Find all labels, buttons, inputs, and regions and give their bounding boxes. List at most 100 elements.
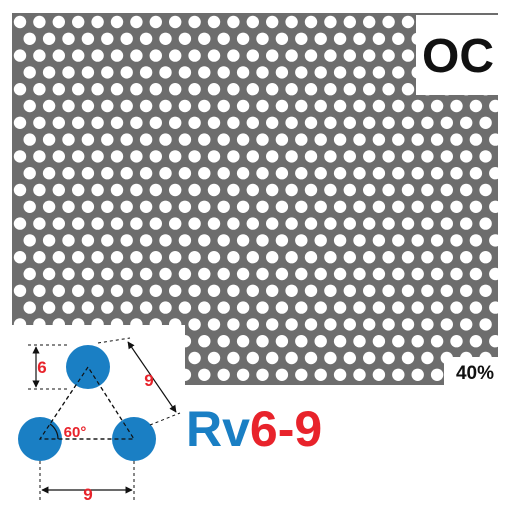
perforation-hole xyxy=(33,15,46,29)
perforation-hole xyxy=(479,183,492,197)
perforation-hole xyxy=(33,251,46,264)
perforation-hole xyxy=(178,167,192,180)
perforation-hole xyxy=(333,133,347,146)
perforation-hole xyxy=(130,15,143,29)
perforation-hole xyxy=(149,83,162,96)
perforation-hole xyxy=(139,200,153,213)
perforation-hole xyxy=(314,234,327,247)
perforation-hole xyxy=(62,99,75,113)
perforation-hole xyxy=(42,200,56,213)
perforation-hole xyxy=(246,116,259,129)
perforation-hole xyxy=(91,217,104,230)
perforation-hole xyxy=(62,234,75,247)
perforation-hole xyxy=(324,183,337,197)
perforation-hole xyxy=(382,150,395,163)
perforation-hole xyxy=(217,99,230,113)
perforation-hole xyxy=(401,83,415,96)
perforation-hole xyxy=(363,251,376,264)
perforation-hole xyxy=(178,99,192,113)
perforation-hole xyxy=(314,66,327,79)
perforation-hole xyxy=(227,251,240,264)
perforation-hole xyxy=(256,32,269,45)
diagonal-dimension-line xyxy=(127,341,177,413)
perforation-hole xyxy=(382,284,395,297)
perforation-hole xyxy=(33,49,46,62)
perforation-hole xyxy=(42,167,56,180)
perforation-hole xyxy=(52,183,65,197)
perforation-hole xyxy=(188,116,201,129)
perforation-hole xyxy=(207,150,221,163)
perforation-hole xyxy=(178,133,192,146)
perforation-hole xyxy=(266,217,279,230)
perforation-hole xyxy=(33,284,46,297)
perforation-hole xyxy=(499,217,511,229)
perforation-hole xyxy=(401,116,415,129)
perforation-hole xyxy=(91,49,104,62)
perforation-hole xyxy=(295,133,308,146)
perforation-hole xyxy=(110,150,124,163)
perforation-hole xyxy=(52,284,65,297)
perforation-hole xyxy=(207,318,221,331)
perforation-hole xyxy=(460,150,473,163)
perforation-hole xyxy=(62,32,75,45)
perforation-hole xyxy=(411,99,424,113)
perforation-hole xyxy=(499,184,511,196)
perforation-hole xyxy=(401,217,415,230)
perforation-hole xyxy=(149,150,162,163)
perforation-hole xyxy=(333,200,347,213)
perforation-hole xyxy=(343,318,356,331)
perforation-hole xyxy=(188,183,201,197)
perforation-hole xyxy=(401,150,415,163)
perforation-hole xyxy=(295,335,308,348)
perforation-hole xyxy=(256,267,269,281)
perforation-hole xyxy=(353,234,366,247)
perforation-hole xyxy=(333,368,347,381)
perforation-hole xyxy=(489,200,498,213)
perforation-hole xyxy=(285,217,298,230)
perforation-hole xyxy=(304,251,318,264)
perforation-hole xyxy=(52,116,65,129)
perforation-hole xyxy=(207,83,221,96)
perforation-hole xyxy=(401,318,415,331)
perforation-hole xyxy=(353,66,366,79)
perforation-hole xyxy=(13,251,27,264)
perforation-hole xyxy=(169,251,182,264)
perforation-hole xyxy=(23,66,36,79)
perforation-hole xyxy=(13,183,27,197)
perforation-hole xyxy=(489,133,498,146)
perforation-hole xyxy=(110,251,124,264)
perforation-hole xyxy=(392,301,405,314)
perforation-hole xyxy=(246,251,259,264)
perforation-hole xyxy=(217,335,230,348)
perforation-hole xyxy=(489,167,498,180)
perforation-hole xyxy=(227,83,240,96)
perforation-hole xyxy=(101,200,114,213)
perforation-hole xyxy=(479,284,492,297)
perforation-hole xyxy=(246,217,259,230)
perforation-hole xyxy=(246,318,259,331)
perforation-hole xyxy=(236,99,250,113)
perforation-hole xyxy=(139,234,153,247)
perforation-hole xyxy=(62,301,75,314)
perforation-hole xyxy=(382,183,395,197)
perforation-hole xyxy=(217,32,230,45)
perforation-hole xyxy=(110,116,124,129)
perforation-hole xyxy=(139,133,153,146)
perforation-hole xyxy=(314,99,327,113)
perforation-hole xyxy=(178,32,192,45)
perforation-hole xyxy=(440,183,453,197)
designation-value: 6-9 xyxy=(250,401,322,457)
perforation-hole xyxy=(110,217,124,230)
perforation-hole xyxy=(178,200,192,213)
perforation-hole xyxy=(372,32,386,45)
perforation-hole xyxy=(236,66,250,79)
perforation-hole xyxy=(411,200,424,213)
perforation-hole xyxy=(101,301,114,314)
perforation-hole xyxy=(149,183,162,197)
perforation-hole xyxy=(101,99,114,113)
perforation-hole xyxy=(110,15,124,29)
perforation-hole xyxy=(13,284,27,297)
perforation-hole xyxy=(469,99,483,113)
perforation-hole xyxy=(256,335,269,348)
perforation-hole xyxy=(392,267,405,281)
